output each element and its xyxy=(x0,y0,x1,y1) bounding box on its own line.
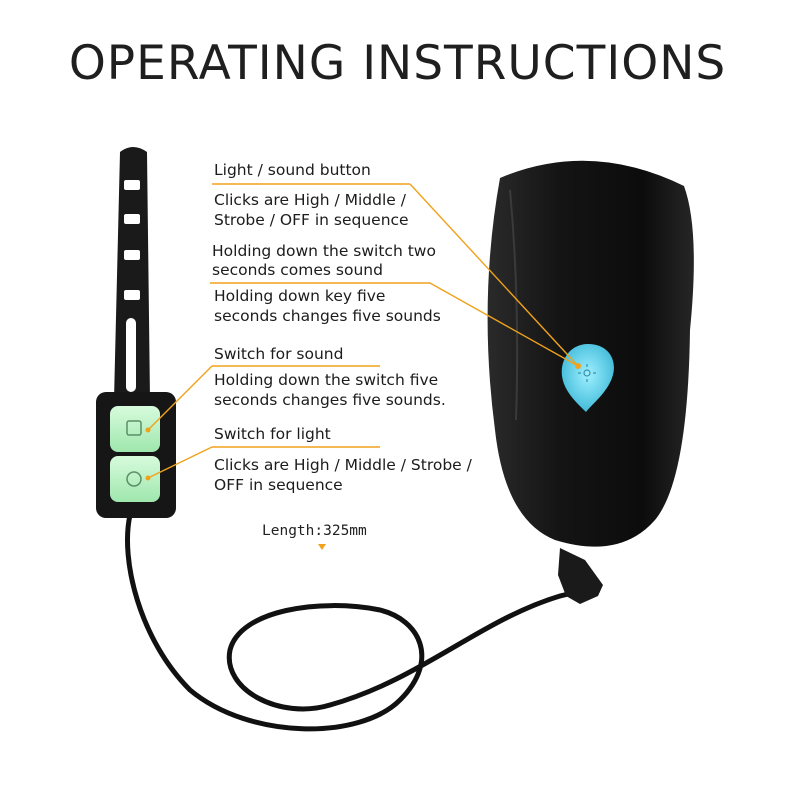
power-icon xyxy=(126,471,142,487)
callout-text: seconds changes five sounds xyxy=(214,307,441,325)
callout-text: Holding down the switch two xyxy=(212,242,436,260)
callout-dot xyxy=(145,475,151,481)
callout-switch-light: Switch for light xyxy=(214,425,331,443)
mounting-strap xyxy=(114,147,150,400)
callout-dot xyxy=(145,427,151,433)
remote-switch xyxy=(96,392,176,518)
cable-plug xyxy=(558,548,603,604)
sound-switch-button[interactable] xyxy=(110,406,160,452)
cable-length-label: Length:325mm xyxy=(262,523,367,539)
light-sound-button[interactable] xyxy=(561,344,614,412)
callout-text: Holding down key five xyxy=(214,287,386,305)
callout-text: OFF in sequence xyxy=(214,476,343,494)
callout-switch-sound: Switch for sound xyxy=(214,345,344,363)
callout-text: Clicks are High / Middle / Strobe / xyxy=(214,456,472,474)
sound-icon xyxy=(126,420,142,436)
callout-text: seconds changes five sounds. xyxy=(214,391,446,409)
page-title: OPERATING INSTRUCTIONS xyxy=(68,36,727,91)
callout-text: Holding down the switch five xyxy=(214,371,439,389)
callout-lines xyxy=(147,183,579,479)
callout-light-sound-button: Light / sound button xyxy=(214,161,371,179)
light-switch-button[interactable] xyxy=(110,456,160,502)
callout-text: Clicks are High / Middle / xyxy=(214,191,406,209)
bike-light-body xyxy=(487,160,694,604)
length-arrow xyxy=(318,544,326,550)
sun-icon xyxy=(578,364,596,382)
cable xyxy=(125,512,588,732)
callout-dot xyxy=(575,363,581,369)
callout-text: Strobe / OFF in sequence xyxy=(214,211,409,229)
callout-text: seconds comes sound xyxy=(212,261,383,279)
